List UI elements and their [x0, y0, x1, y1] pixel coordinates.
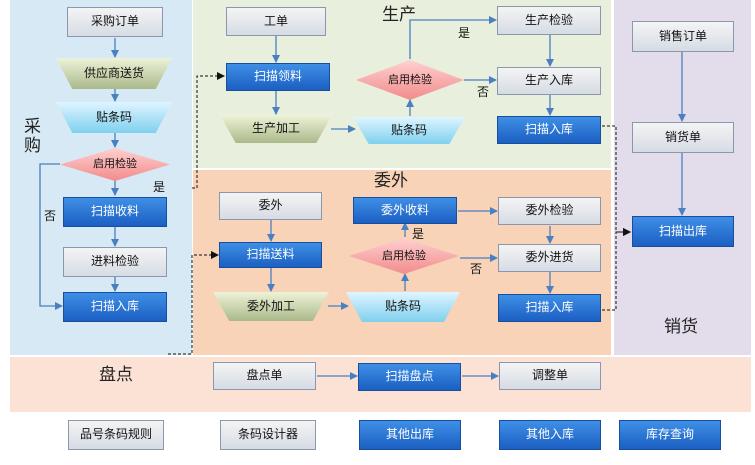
production-scan-stock-in-node: 扫描入库 — [497, 116, 601, 144]
barcode-designer-button[interactable]: 条码设计器 — [220, 420, 316, 450]
outsource-receive-node: 委外收料 — [353, 197, 457, 224]
adjustment-node: 调整单 — [499, 362, 601, 390]
scan-issue-node: 扫描领料 — [226, 63, 330, 91]
production-inspection-node: 生产检验 — [497, 6, 601, 35]
outsource-label-barcode-node: 贴条码 — [346, 292, 460, 322]
production-processing-node: 生产加工 — [220, 115, 332, 143]
outsource-inspection-node: 委外检验 — [498, 197, 601, 225]
scan-send-node: 扫描送料 — [219, 242, 322, 268]
other-stock-in-button[interactable]: 其他入库 — [499, 420, 601, 450]
inventory-zone-label: 盘点 — [99, 365, 133, 385]
incoming-inspection-node: 进料检验 — [63, 247, 167, 277]
scan-count-node: 扫描盘点 — [358, 363, 461, 391]
production-yes-label: 是 — [458, 26, 471, 40]
outsource-no-label: 否 — [470, 262, 483, 276]
purchase-no-label: 否 — [44, 209, 57, 223]
outsource-processing-node: 委外加工 — [213, 292, 329, 321]
delivery-note-node: 销货单 — [632, 122, 734, 153]
purchase-scan-stock-in-node: 扫描入库 — [63, 292, 167, 322]
outsource-receipt-node: 委外进货 — [498, 244, 601, 272]
sales-zone-label: 销货 — [664, 317, 698, 337]
outsource-node: 委外 — [219, 192, 322, 220]
other-stock-out-button[interactable]: 其他出库 — [359, 420, 461, 450]
production-label-barcode-node: 贴条码 — [353, 117, 465, 144]
production-zone-label: 生产 — [382, 5, 416, 25]
outsource-scan-stock-in-node: 扫描入库 — [498, 294, 601, 322]
outsource-yes-label: 是 — [412, 227, 425, 241]
production-stock-in-node: 生产入库 — [497, 67, 601, 95]
purchase-yes-label: 是 — [153, 180, 166, 194]
purchase-scan-receive-node: 扫描收料 — [63, 197, 167, 227]
production-no-label: 否 — [477, 85, 490, 99]
item-barcode-rules-button[interactable]: 品号条码规则 — [68, 420, 164, 450]
work-order-node: 工单 — [226, 7, 326, 36]
outsource-zone-label: 委外 — [374, 171, 408, 191]
purchase-order-node: 采购订单 — [67, 7, 163, 37]
purchase-label-barcode-node: 贴条码 — [56, 102, 172, 133]
stock-query-button[interactable]: 库存查询 — [619, 420, 721, 450]
count-sheet-node: 盘点单 — [213, 362, 316, 390]
sales-order-node: 销售订单 — [632, 21, 734, 52]
purchase-zone-label: 采购 — [24, 117, 41, 156]
scan-stock-out-node: 扫描出库 — [632, 216, 734, 247]
supplier-delivery-node: 供应商送货 — [56, 58, 172, 89]
